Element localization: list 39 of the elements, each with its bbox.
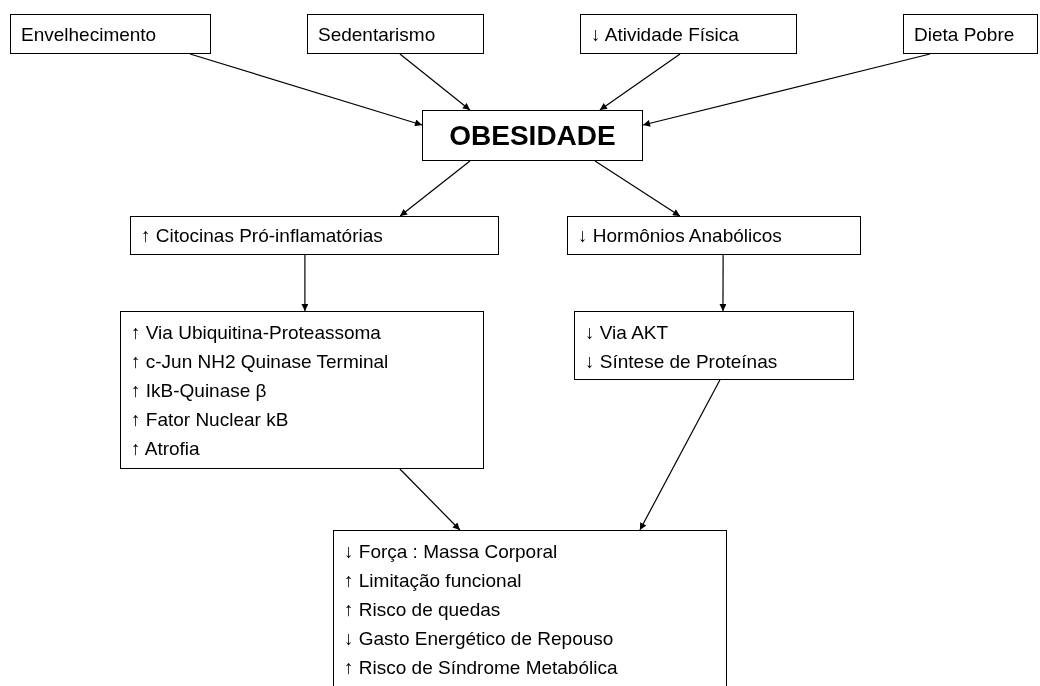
node-text: ↑ IkB-Quinase β bbox=[131, 379, 268, 403]
node-text: ↑ Fator Nuclear kB bbox=[131, 408, 290, 432]
text-box bbox=[574, 311, 854, 380]
arrow bbox=[642, 53, 931, 127]
text-box bbox=[307, 14, 484, 54]
node-text: ↑ c-Jun NH2 Quinase Terminal bbox=[131, 350, 390, 374]
node-text: Sedentarismo bbox=[318, 22, 437, 47]
text-box bbox=[333, 530, 727, 686]
node-text: ↓ Atividade Física bbox=[591, 22, 740, 47]
arrow bbox=[719, 254, 727, 312]
arrow bbox=[599, 53, 681, 111]
node-text: Dieta Pobre bbox=[914, 22, 1016, 47]
node-text: ↑ Via Ubiquitina-Proteassoma bbox=[131, 321, 382, 345]
arrow bbox=[399, 160, 471, 217]
node-text: ↓ Hormônios Anabólicos bbox=[578, 224, 783, 248]
node-text: ↓ Gasto Energético de Repouso bbox=[344, 627, 615, 651]
arrow bbox=[639, 379, 721, 531]
text-box bbox=[120, 311, 484, 469]
text-box bbox=[130, 216, 499, 255]
arrow bbox=[301, 254, 309, 312]
node-text: ↑ Citocinas Pró-inflamatórias bbox=[141, 224, 384, 248]
text-box bbox=[903, 14, 1038, 54]
text-box bbox=[10, 14, 211, 54]
node-text: ↑ Risco de Síndrome Metabólica bbox=[344, 656, 619, 680]
arrow bbox=[399, 53, 471, 111]
node-text: ↑ Limitação funcional bbox=[344, 569, 523, 593]
node-text: ↓ Via AKT bbox=[585, 321, 670, 345]
node-text: ↑ Risco de quedas bbox=[344, 598, 502, 622]
node-text: ↓ Força : Massa Corporal bbox=[344, 540, 559, 564]
arrow bbox=[399, 468, 461, 531]
text-box bbox=[567, 216, 861, 255]
node-text: Envelhecimento bbox=[21, 22, 158, 47]
node-text: ↓ Síntese de Proteínas bbox=[585, 350, 779, 374]
text-box bbox=[422, 110, 643, 161]
arrow bbox=[594, 160, 681, 217]
text-box bbox=[580, 14, 797, 54]
arrow bbox=[189, 53, 423, 127]
node-text: OBESIDADE bbox=[448, 121, 617, 150]
node-text: ↑ Atrofia bbox=[131, 437, 201, 461]
